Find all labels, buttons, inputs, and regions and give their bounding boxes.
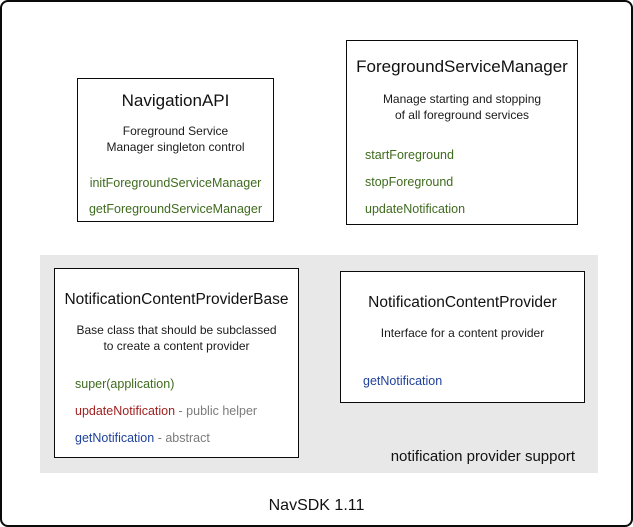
panel-label: notification provider support [390, 448, 575, 465]
class-description-foreground-service-manager: Manage starting and stopping of all fore… [347, 91, 577, 123]
method-annotation: - public helper [175, 404, 258, 418]
class-description-notification-content-provider-base: Base class that should be subclassed to … [55, 322, 298, 354]
class-box-notification-content-provider-base: NotificationContentProviderBase Base cla… [54, 268, 299, 458]
method-list: initForegroundServiceManager getForegrou… [78, 175, 273, 217]
method-list: startForeground stopForeground updateNot… [347, 147, 577, 217]
method-name: super(application) [75, 377, 175, 391]
notification-provider-support-panel: NotificationContentProviderBase Base cla… [40, 255, 598, 473]
class-box-notification-content-provider: NotificationContentProvider Interface fo… [340, 271, 585, 403]
method-getNotification: getNotification [363, 374, 443, 388]
method-stopForeground: stopForeground [365, 175, 454, 189]
description-line: to create a content provider [103, 339, 250, 353]
class-title-navigation-api: NavigationAPI [121, 91, 230, 110]
method-updateNotification: updateNotification [365, 202, 466, 216]
class-box-foreground-service-manager: ForegroundServiceManager Manage starting… [346, 40, 578, 225]
description-line: of all foreground services [394, 108, 530, 122]
class-title-notification-content-provider-base: NotificationContentProviderBase [64, 291, 289, 308]
method-name: updateNotification [75, 404, 176, 418]
method-list: getNotification [341, 373, 584, 389]
description-line: Foreground Service [122, 124, 229, 138]
description-line: Interface for a content provider [380, 326, 545, 340]
class-box-navigation-api: NavigationAPI Foreground Service Manager… [77, 78, 274, 222]
method-updateNotification: updateNotification - public helper [75, 403, 257, 419]
method-list: super(application) updateNotification - … [55, 376, 298, 446]
method-annotation: - abstract [154, 431, 210, 445]
description-line: Base class that should be subclassed [76, 323, 277, 337]
method-name: getNotification [75, 431, 155, 445]
class-title-foreground-service-manager: ForegroundServiceManager [356, 57, 568, 76]
class-description-notification-content-provider: Interface for a content provider [341, 325, 584, 341]
class-title-notification-content-provider: NotificationContentProvider [368, 294, 557, 311]
method-super-application: super(application) [75, 376, 174, 392]
method-startForeground: startForeground [365, 148, 454, 162]
description-line: Manager singleton control [106, 140, 245, 154]
method-getNotification: getNotification - abstract [75, 430, 210, 446]
method-getForegroundServiceManager: getForegroundServiceManager [88, 202, 263, 216]
method-initForegroundServiceManager: initForegroundServiceManager [89, 176, 262, 190]
description-line: Manage starting and stopping [382, 92, 542, 106]
sdk-version-label: NavSDK 1.11 [268, 497, 365, 514]
class-description-navigation-api: Foreground Service Manager singleton con… [78, 123, 273, 155]
